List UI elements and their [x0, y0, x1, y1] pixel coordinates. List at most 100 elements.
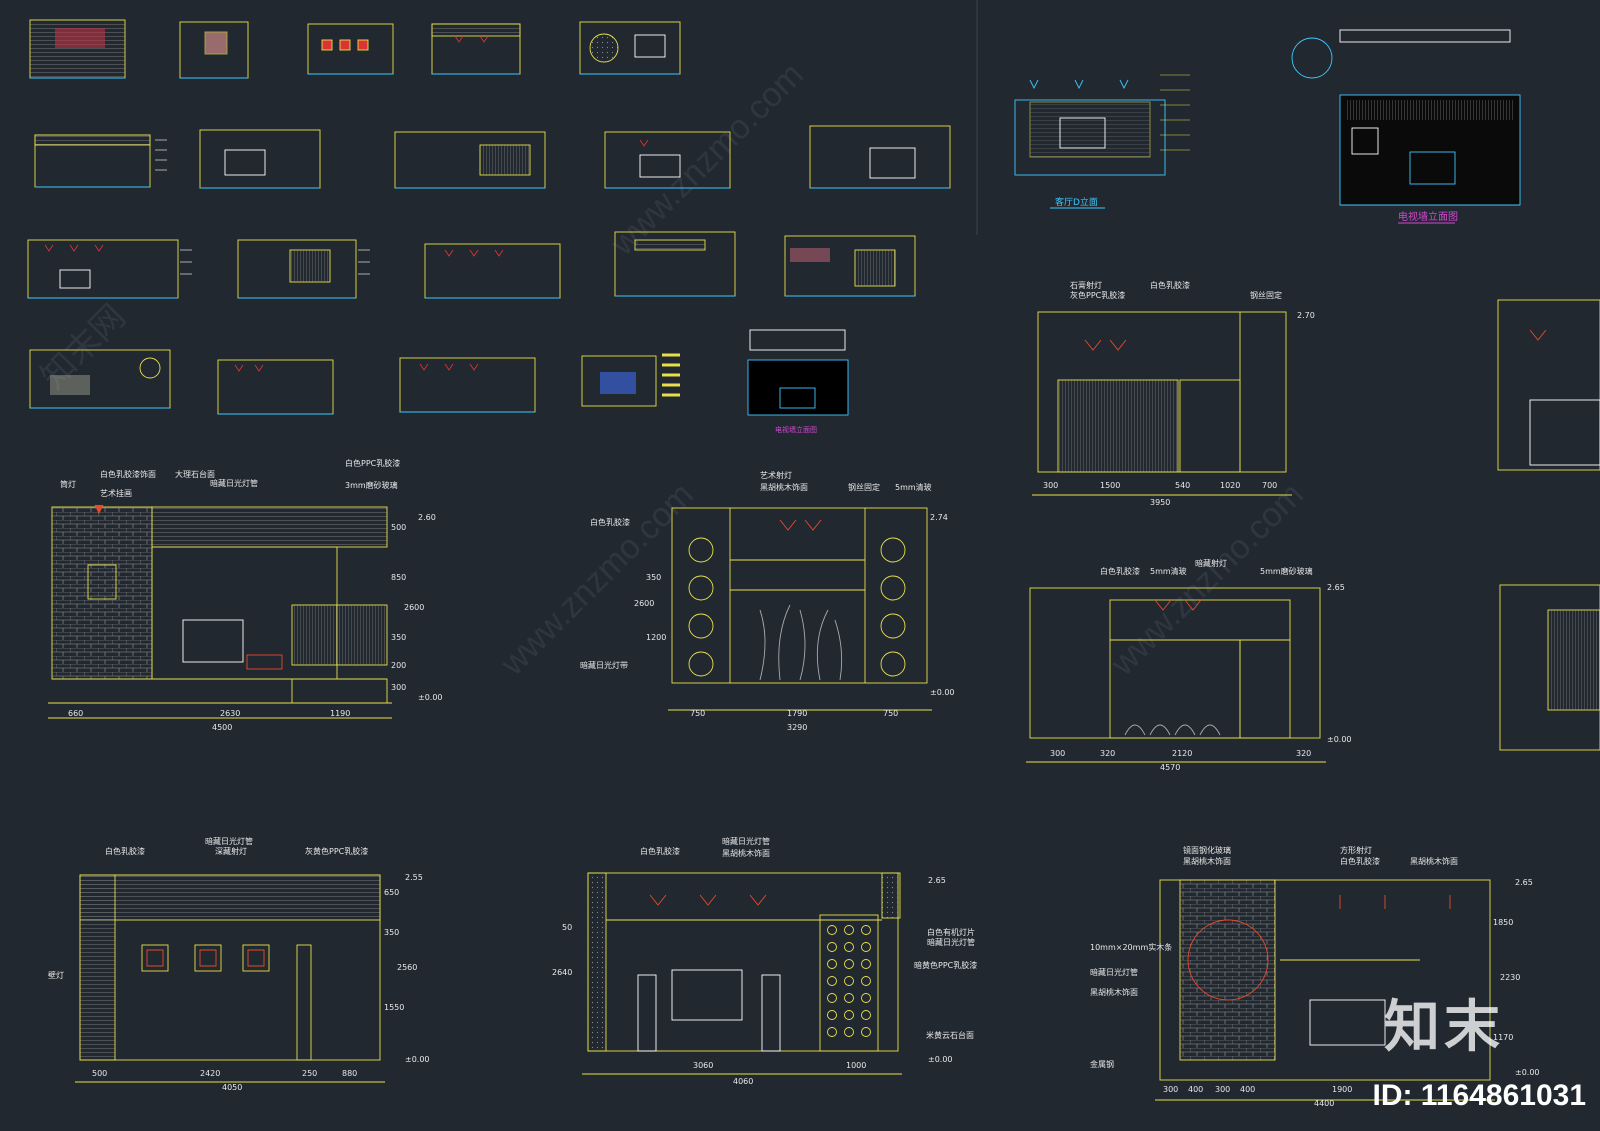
svg-text:750: 750: [883, 709, 898, 718]
thumb-r2-1: [34, 134, 167, 188]
thumb-r2-3: [394, 131, 546, 189]
svg-text:2.74: 2.74: [930, 513, 948, 522]
svg-text:2.65: 2.65: [1515, 878, 1533, 887]
svg-text:5mm清玻: 5mm清玻: [1150, 566, 1187, 576]
perforation-hole: [827, 942, 837, 952]
svg-text:3060: 3060: [693, 1061, 713, 1070]
panel-4-text: 白色乳胶漆 5mm清玻 暗藏射灯 5mm磨砂玻璃 300 320 2120 32…: [1050, 558, 1352, 772]
perforation-hole: [861, 925, 871, 935]
perforation-hole: [861, 976, 871, 986]
thumb-r2-4: [604, 131, 731, 189]
svg-text:300: 300: [1215, 1085, 1230, 1094]
svg-text:白色乳胶漆: 白色乳胶漆: [105, 846, 145, 856]
thumb-caption: 电视墙立面图: [775, 425, 817, 434]
panel-5-text: 白色乳胶漆 暗藏日光灯管 深藏射灯 灰黄色PPC乳胶漆 壁灯 500 2420 …: [48, 836, 430, 1092]
svg-text:1790: 1790: [787, 709, 807, 718]
svg-text:350: 350: [646, 573, 661, 582]
panel-3-text: 石膏射灯 灰色PPC乳胶漆 白色乳胶漆 钢丝固定 300 1500 540 10…: [1043, 280, 1315, 507]
svg-text:540: 540: [1175, 481, 1190, 490]
svg-text:700: 700: [1262, 481, 1277, 490]
svg-text:金属钢: 金属钢: [1090, 1059, 1114, 1069]
svg-text:2120: 2120: [1172, 749, 1192, 758]
perforation-hole: [861, 942, 871, 952]
thumb-r1-3: [307, 23, 394, 75]
svg-text:白色乳胶漆: 白色乳胶漆: [1340, 856, 1380, 866]
svg-text:850: 850: [391, 573, 406, 582]
perforation-hole: [827, 976, 837, 986]
perforation-hole: [844, 1027, 854, 1037]
thumb-r1-4: [431, 23, 521, 75]
svg-text:400: 400: [1188, 1085, 1203, 1094]
svg-text:暗藏日光灯管: 暗藏日光灯管: [210, 478, 258, 488]
svg-text:1000: 1000: [846, 1061, 866, 1070]
svg-text:2.70: 2.70: [1297, 311, 1315, 320]
svg-text:灰黄色PPC乳胶漆: 灰黄色PPC乳胶漆: [305, 846, 368, 856]
svg-text:±0.00: ±0.00: [1327, 735, 1352, 744]
perforation-hole: [844, 959, 854, 969]
svg-text:2600: 2600: [404, 603, 424, 612]
perforation-hole: [827, 1027, 837, 1037]
elevation-panel-1: [48, 504, 392, 719]
panel-1-text: 白色乳胶漆饰面 大理石台面 筒灯 艺术挂画 暗藏日光灯管 白色PPC乳胶漆 3m…: [60, 458, 443, 732]
thumb-r1-1: [29, 19, 126, 79]
svg-text:2640: 2640: [552, 968, 572, 977]
svg-text:镜面钢化玻璃: 镜面钢化玻璃: [1183, 845, 1231, 855]
svg-text:白色乳胶漆: 白色乳胶漆: [1100, 566, 1140, 576]
thumb-r3-1: [27, 239, 192, 299]
svg-text:2600: 2600: [634, 599, 654, 608]
thumb-r2-5: [809, 125, 951, 189]
svg-text:暗藏日光灯管: 暗藏日光灯管: [927, 937, 975, 947]
svg-text:1020: 1020: [1220, 481, 1240, 490]
perforation-hole: [861, 959, 871, 969]
svg-text:1900: 1900: [1332, 1085, 1352, 1094]
perforation-hole: [844, 976, 854, 986]
thumb-r4-3: [399, 357, 536, 413]
panel-6-text: 白色乳胶漆 暗藏日光灯管 黑胡桃木饰面 白色有机灯片 暗藏日光灯管 暗黄色PPC…: [552, 836, 977, 1086]
thumb-r4-1: [29, 349, 171, 409]
elevation-panel-7: [1155, 879, 1495, 1101]
svg-text:2.55: 2.55: [405, 873, 423, 882]
svg-text:10mm×20mm实木条: 10mm×20mm实木条: [1090, 942, 1172, 952]
thumb-r3-3: [424, 243, 561, 299]
svg-text:5mm清玻: 5mm清玻: [895, 482, 932, 492]
svg-text:艺术挂画: 艺术挂画: [100, 488, 132, 498]
svg-text:筒灯: 筒灯: [60, 479, 76, 489]
svg-text:白色PPC乳胶漆: 白色PPC乳胶漆: [345, 458, 400, 468]
svg-text:±0.00: ±0.00: [418, 693, 443, 702]
perforation-hole: [861, 1010, 871, 1020]
thumb-r4-4: [581, 353, 680, 407]
svg-text:320: 320: [1296, 749, 1311, 758]
svg-text:灰色PPC乳胶漆: 灰色PPC乳胶漆: [1070, 290, 1125, 300]
svg-text:大理石台面: 大理石台面: [175, 469, 215, 479]
thumb-r2-2: [199, 129, 321, 189]
perforation-hole: [844, 1010, 854, 1020]
svg-text:±0.00: ±0.00: [930, 688, 955, 697]
edge-panel-right-b: [1499, 584, 1600, 751]
svg-text:300: 300: [391, 683, 406, 692]
svg-text:500: 500: [391, 523, 406, 532]
svg-text:白色乳胶漆: 白色乳胶漆: [590, 517, 630, 527]
perforation-hole: [844, 942, 854, 952]
svg-text:4570: 4570: [1160, 763, 1180, 772]
svg-text:米黄云石台面: 米黄云石台面: [926, 1030, 974, 1040]
svg-text:白色有机灯片: 白色有机灯片: [927, 927, 975, 937]
svg-text:50: 50: [562, 923, 572, 932]
svg-text:3mm磨砂玻璃: 3mm磨砂玻璃: [345, 480, 398, 490]
tv-wall-title: 电视墙立面图: [1398, 210, 1458, 223]
elevation-panel-5: [75, 874, 385, 1083]
svg-text:深藏射灯: 深藏射灯: [215, 846, 247, 856]
perforation-hole: [861, 993, 871, 1003]
perforation-hole: [827, 925, 837, 935]
tv-wall-elevation: 电视墙立面图: [1291, 29, 1521, 224]
svg-text:1190: 1190: [330, 709, 350, 718]
svg-text:2.65: 2.65: [1327, 583, 1345, 592]
svg-text:钢丝固定: 钢丝固定: [848, 482, 880, 492]
perforation-hole: [861, 1027, 871, 1037]
elevation-panel-2: [668, 507, 932, 711]
thumb-r1-2: [179, 21, 249, 79]
elevation-panel-4: [1026, 587, 1326, 763]
svg-text:300: 300: [1163, 1085, 1178, 1094]
perforation-hole: [827, 993, 837, 1003]
svg-text:300: 300: [1043, 481, 1058, 490]
perforation-hole: [827, 959, 837, 969]
